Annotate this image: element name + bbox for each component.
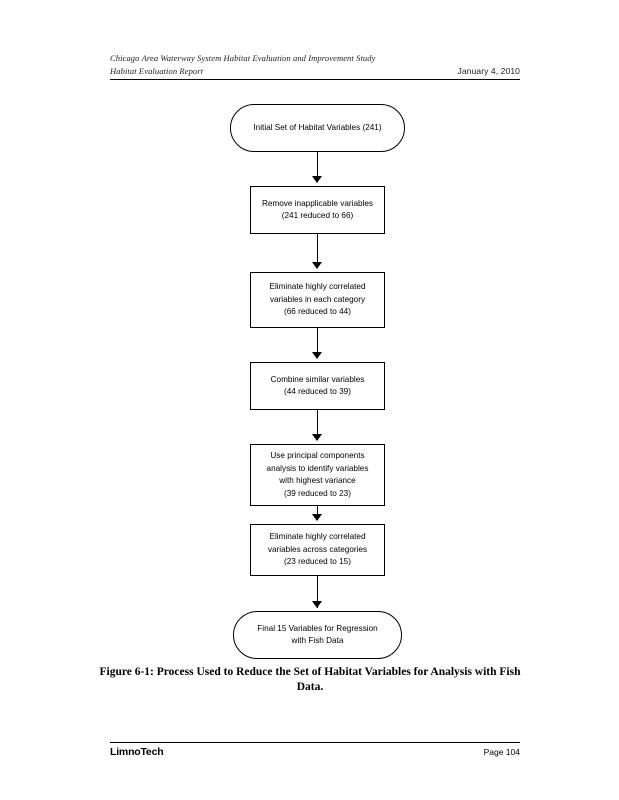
page-header: Chicago Area Waterway System Habitat Eva… <box>110 52 520 80</box>
flow-connector-4 <box>317 410 318 440</box>
header-study-title: Chicago Area Waterway System Habitat Eva… <box>110 53 376 63</box>
flow-node-principal-components: Use principal components analysis to ide… <box>250 444 385 506</box>
header-date: January 4, 2010 <box>457 66 520 76</box>
flow-connector-3 <box>317 328 318 358</box>
flow-node-final-set: Final 15 Variables for Regression with F… <box>233 611 402 659</box>
flow-node-final-set-label: Final 15 Variables for Regression with F… <box>257 623 378 646</box>
header-report-title: Habitat Evaluation Report <box>110 66 204 76</box>
flow-node-eliminate-within-category-label: Eliminate highly correlated variables in… <box>269 282 366 317</box>
flow-arrowhead-1-icon <box>312 176 322 183</box>
footer-brand: LimnoTech <box>110 746 164 758</box>
flow-node-initial-set-label: Initial Set of Habitat Variables (241) <box>253 122 382 132</box>
flow-node-eliminate-within-category: Eliminate highly correlated variables in… <box>250 272 385 328</box>
flow-node-remove-inapplicable-label: Remove inapplicable variables (241 reduc… <box>261 198 374 221</box>
flow-node-principal-components-label: Use principal components analysis to ide… <box>266 451 369 498</box>
flow-node-remove-inapplicable: Remove inapplicable variables (241 reduc… <box>250 186 385 234</box>
flow-arrowhead-6-icon <box>312 601 322 608</box>
flow-arrowhead-5-icon <box>312 514 322 521</box>
flow-node-eliminate-across-categories: Eliminate highly correlated variables ac… <box>250 524 385 576</box>
page-footer: LimnoTech Page 104 <box>110 742 520 758</box>
header-subtitle-row: Habitat Evaluation Report January 4, 201… <box>110 65 520 80</box>
flow-connector-5 <box>317 506 318 520</box>
flow-connector-2 <box>317 234 318 268</box>
flowchart-figure-6-1: Initial Set of Habitat Variables (241) R… <box>0 96 619 659</box>
flow-connector-6 <box>317 576 318 608</box>
flow-arrowhead-4-icon <box>312 434 322 441</box>
flow-arrowhead-2-icon <box>312 262 322 269</box>
flow-node-eliminate-across-categories-label: Eliminate highly correlated variables ac… <box>267 532 368 567</box>
footer-page-number: Page 104 <box>483 747 520 757</box>
flow-node-combine-similar-label: Combine similar variables (44 reduced to… <box>270 374 365 397</box>
figure-caption: Figure 6-1: Process Used to Reduce the S… <box>99 666 521 693</box>
flow-arrowhead-3-icon <box>312 352 322 359</box>
flow-node-combine-similar: Combine similar variables (44 reduced to… <box>250 362 385 410</box>
flow-node-initial-set: Initial Set of Habitat Variables (241) <box>230 104 405 152</box>
flow-connector-1 <box>317 152 318 181</box>
